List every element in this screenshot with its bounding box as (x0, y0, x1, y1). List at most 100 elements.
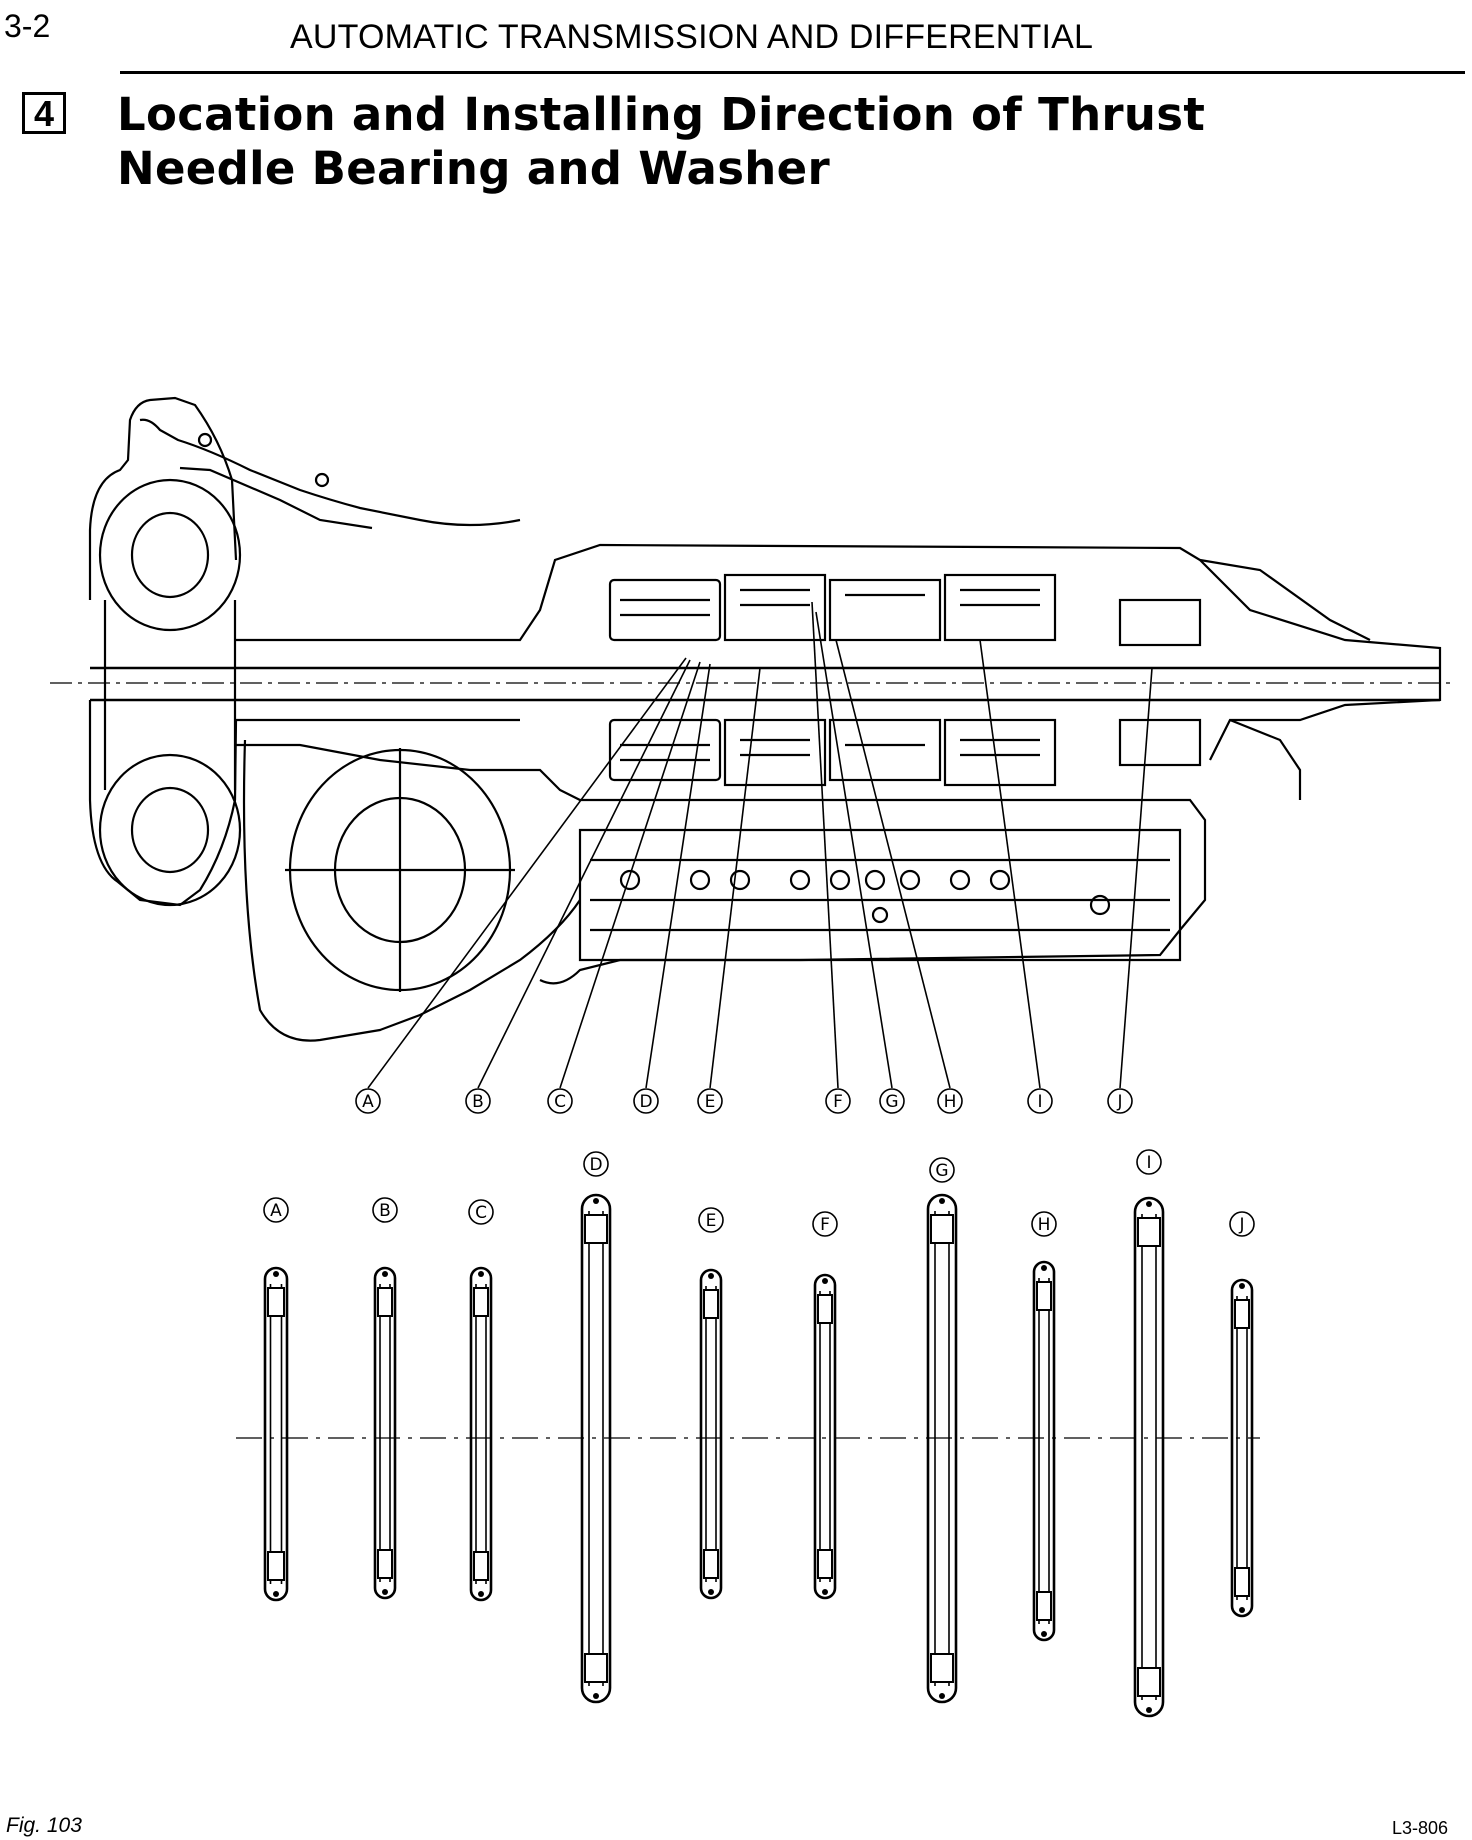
callout-letter: D (639, 1092, 652, 1112)
part-label-circle (812, 1211, 838, 1237)
part-label-circle (468, 1199, 494, 1225)
bearing-washer-set: A B C D E F G H I J (263, 1149, 1255, 1718)
page-number: 3-2 (4, 8, 51, 44)
part-label-d: D (589, 1155, 602, 1175)
part-body (926, 1193, 958, 1704)
section-title: Location and Installing Direction of Thr… (117, 88, 1206, 195)
part-roller-bottom (930, 1653, 954, 1683)
part-roller-bottom (817, 1549, 833, 1579)
part-dot-top (593, 1198, 599, 1204)
part-label-circle (1031, 1211, 1057, 1237)
part-dot-top (939, 1198, 945, 1204)
chapter-title: AUTOMATIC TRANSMISSION AND DIFFERENTIAL (290, 18, 1094, 56)
part-dot-top (478, 1271, 484, 1277)
part-roller-bottom (1137, 1667, 1161, 1697)
part-body (373, 1266, 397, 1600)
part-dot-bottom (478, 1591, 484, 1597)
part-label-e: E (706, 1211, 717, 1231)
part-dot-top (1146, 1201, 1152, 1207)
part-body (263, 1266, 289, 1602)
part-a: A (263, 1197, 289, 1602)
part-label-circle (929, 1157, 955, 1183)
callout-c: C (547, 1088, 573, 1114)
part-label-a: A (270, 1201, 282, 1221)
part-label-circle (263, 1197, 289, 1223)
part-roller-top (267, 1287, 285, 1317)
part-label-circle (1136, 1149, 1162, 1175)
callout-letter: G (885, 1092, 898, 1112)
part-roller-bottom (473, 1551, 489, 1581)
part-body (469, 1266, 493, 1602)
part-label-circle (698, 1207, 724, 1233)
part-label-circle (372, 1197, 398, 1223)
callout-letter: E (705, 1092, 716, 1112)
callout-i: I (1027, 1088, 1053, 1114)
callout-a: A (355, 1088, 381, 1114)
part-roller-top (1234, 1299, 1250, 1329)
part-dot-bottom (822, 1589, 828, 1595)
part-body (1230, 1278, 1254, 1618)
part-roller-top (473, 1287, 489, 1317)
callout-letter: H (944, 1092, 957, 1112)
section-number-box: 4 (22, 92, 66, 134)
part-roller-top (1137, 1217, 1161, 1247)
callout-letter: F (833, 1092, 843, 1112)
part-body (1133, 1196, 1165, 1718)
part-label-j: J (1238, 1215, 1244, 1235)
figure-caption: Fig. 103 (6, 1814, 82, 1837)
transmission-cross-section (88, 396, 1442, 1042)
part-dot-top (1239, 1283, 1245, 1289)
part-label-h: H (1038, 1215, 1051, 1235)
part-dot-top (708, 1273, 714, 1279)
part-j: J (1229, 1211, 1255, 1618)
callout-letter: I (1037, 1092, 1042, 1112)
leader-lines (367, 601, 1153, 1089)
part-roller-bottom (703, 1549, 719, 1579)
part-label-f: F (820, 1215, 830, 1235)
part-dot-top (382, 1271, 388, 1277)
part-roller-top (584, 1214, 608, 1244)
part-dot-bottom (1041, 1631, 1047, 1637)
part-roller-bottom (267, 1551, 285, 1581)
part-f: F (812, 1211, 838, 1600)
part-roller-top (817, 1294, 833, 1324)
part-dot-bottom (708, 1589, 714, 1595)
callout-g: G (879, 1088, 905, 1114)
upper-callouts: A B C D E F G H I J (355, 1088, 1133, 1114)
part-dot-bottom (382, 1589, 388, 1595)
callout-letter: J (1116, 1092, 1122, 1112)
callout-f: F (825, 1088, 851, 1114)
part-roller-top (377, 1287, 393, 1317)
callout-letter: C (554, 1092, 566, 1112)
part-label-circle (1229, 1211, 1255, 1237)
callout-j: J (1107, 1088, 1133, 1114)
part-body (580, 1193, 612, 1704)
part-roller-top (1036, 1281, 1052, 1311)
part-g: G (926, 1157, 958, 1704)
callout-d: D (633, 1088, 659, 1114)
callout-h: H (937, 1088, 963, 1114)
part-d: D (580, 1151, 612, 1704)
part-dot-bottom (1146, 1707, 1152, 1713)
callout-e: E (697, 1088, 723, 1114)
part-roller-bottom (1036, 1591, 1052, 1621)
part-roller-top (703, 1289, 719, 1319)
part-roller-top (930, 1214, 954, 1244)
part-dot-bottom (593, 1693, 599, 1699)
part-label-i: I (1146, 1153, 1151, 1173)
part-body (1032, 1260, 1056, 1642)
part-body (813, 1273, 837, 1600)
part-roller-bottom (584, 1653, 608, 1683)
part-label-c: C (475, 1203, 487, 1223)
part-e: E (698, 1207, 724, 1600)
part-label-circle (583, 1151, 609, 1177)
callout-b: B (465, 1088, 491, 1114)
part-label-b: B (379, 1201, 391, 1221)
part-c: C (468, 1199, 494, 1602)
part-roller-bottom (377, 1549, 393, 1579)
part-h: H (1031, 1211, 1057, 1642)
callout-letter: A (362, 1092, 374, 1112)
part-dot-bottom (1239, 1607, 1245, 1613)
part-dot-bottom (273, 1591, 279, 1597)
